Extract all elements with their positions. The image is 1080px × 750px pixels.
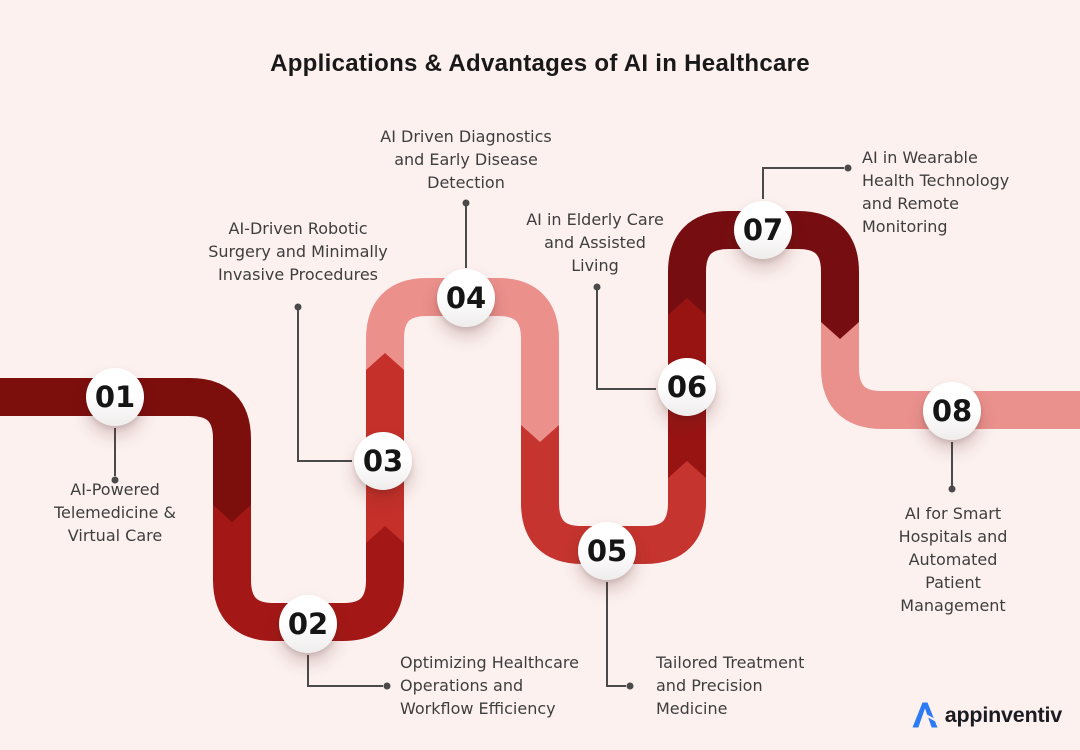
connector-5 — [606, 582, 626, 687]
connector-7 — [762, 167, 844, 199]
connector-dot-4 — [462, 199, 470, 207]
ribbon-segment-1 — [0, 378, 251, 505]
ribbon-chevron-5 — [668, 461, 706, 478]
step-circle-01: 01 — [86, 368, 144, 426]
connector-dot-1 — [111, 476, 119, 484]
connector-dot-5 — [626, 682, 634, 690]
connector-dot-3 — [294, 303, 302, 311]
connector-dot-8 — [948, 485, 956, 493]
page-title: Applications & Advantages of AI in Healt… — [270, 50, 810, 77]
connector-dot-2 — [383, 682, 391, 690]
ribbon-chevron-3 — [366, 353, 404, 370]
appinventiv-logo-text: appinventiv — [944, 702, 1062, 727]
step-circle-04: 04 — [437, 269, 495, 327]
ribbon-chevron-6 — [668, 298, 706, 315]
step-label-06: AI in Elderly Care and Assisted Living — [526, 210, 664, 275]
step-number: 01 — [94, 380, 136, 414]
step-circle-03: 03 — [354, 432, 412, 490]
appinventiv-logo: appinventiv — [910, 700, 1062, 730]
step-number: 07 — [742, 213, 784, 247]
step-number: 02 — [287, 607, 329, 641]
step-circle-02: 02 — [279, 595, 337, 653]
connector-dot-7 — [844, 164, 852, 172]
connector-dot-6 — [593, 283, 601, 291]
step-number: 06 — [666, 370, 708, 404]
ribbon-chevron-4 — [521, 425, 559, 442]
connector-3 — [297, 310, 352, 462]
step-circle-06: 06 — [658, 358, 716, 416]
step-circle-05: 05 — [578, 522, 636, 580]
step-circle-08: 08 — [923, 382, 981, 440]
step-label-05: Tailored Treatment and Precision Medicin… — [656, 653, 805, 718]
connector-2 — [307, 655, 383, 687]
connector-6 — [596, 290, 656, 390]
ribbon-chevron-2 — [366, 526, 404, 543]
step-label-04: AI Driven Diagnostics and Early Disease … — [380, 127, 552, 192]
step-number: 05 — [586, 534, 628, 568]
step-label-01: AI-Powered Telemedicine & Virtual Care — [53, 480, 177, 545]
step-label-07: AI in Wearable Health Technology and Rem… — [862, 148, 1010, 236]
step-label-08: AI for Smart Hospitals and Automated Pat… — [898, 504, 1008, 615]
ribbon-chevron-1 — [213, 505, 251, 522]
ribbon-chevron-7 — [821, 322, 859, 339]
step-number: 08 — [931, 394, 973, 428]
step-number: 03 — [362, 444, 404, 478]
step-label-03: AI-Driven Robotic Surgery and Minimally … — [208, 219, 388, 284]
ribbon-segment-8 — [821, 322, 1080, 429]
step-label-02: Optimizing Healthcare Operations and Wor… — [400, 653, 579, 718]
step-circle-07: 07 — [734, 201, 792, 259]
appinventiv-logo-icon — [912, 702, 938, 728]
step-number: 04 — [445, 281, 487, 315]
